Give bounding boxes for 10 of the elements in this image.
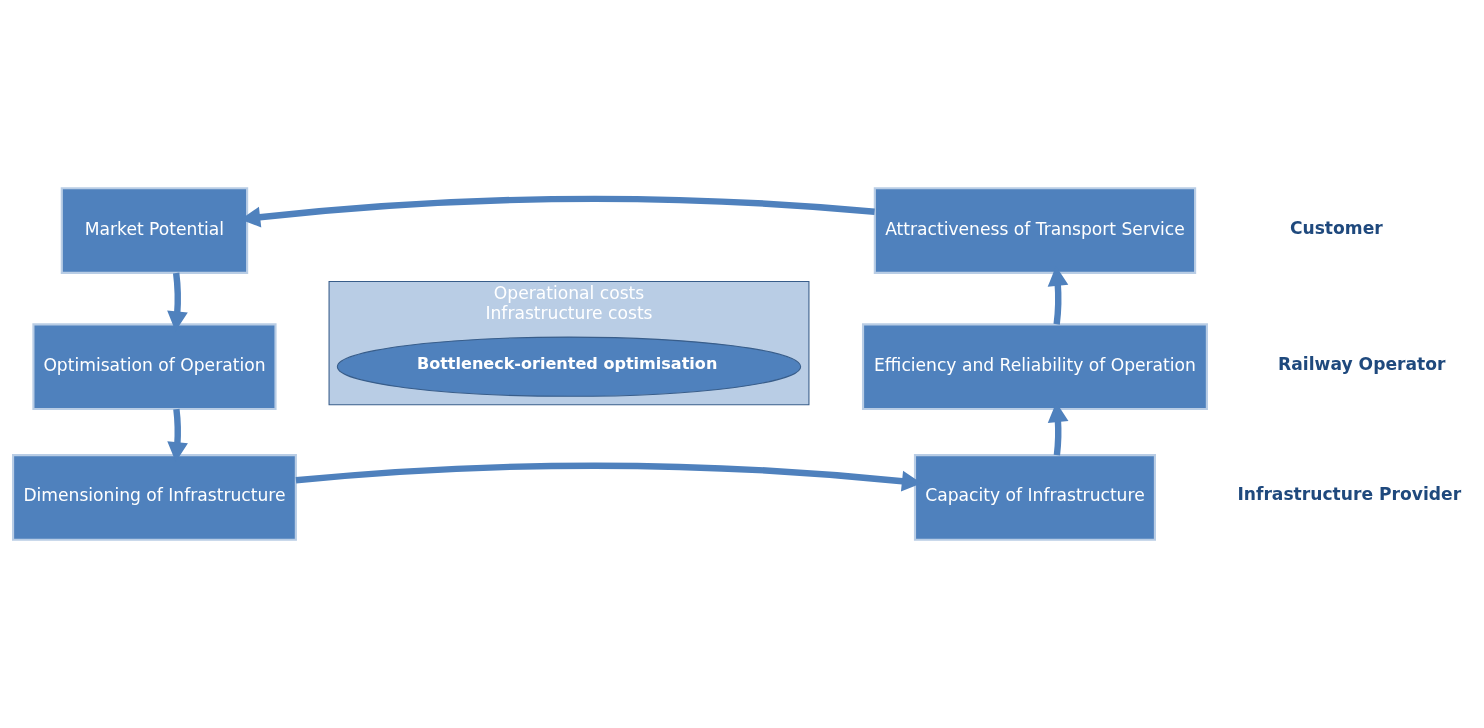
node-box: Efficiency and Reliability of Operation: [861, 323, 1208, 411]
node-box: Dimensioning of Infrastructure: [12, 454, 297, 541]
label: Customer: [1289, 217, 1383, 238]
label: Infrastructure Provider: [1237, 484, 1462, 505]
node-box: Optimisation of Operation: [32, 323, 277, 411]
node-box: Attractiveness of Transport Service: [873, 187, 1197, 274]
node-ellipse: Bottleneck-oriented optimisation: [336, 336, 802, 397]
node-box: Market Potential: [60, 187, 249, 274]
label: Railway Operator: [1278, 353, 1446, 374]
node-box: Capacity of Infrastructure: [913, 454, 1156, 541]
